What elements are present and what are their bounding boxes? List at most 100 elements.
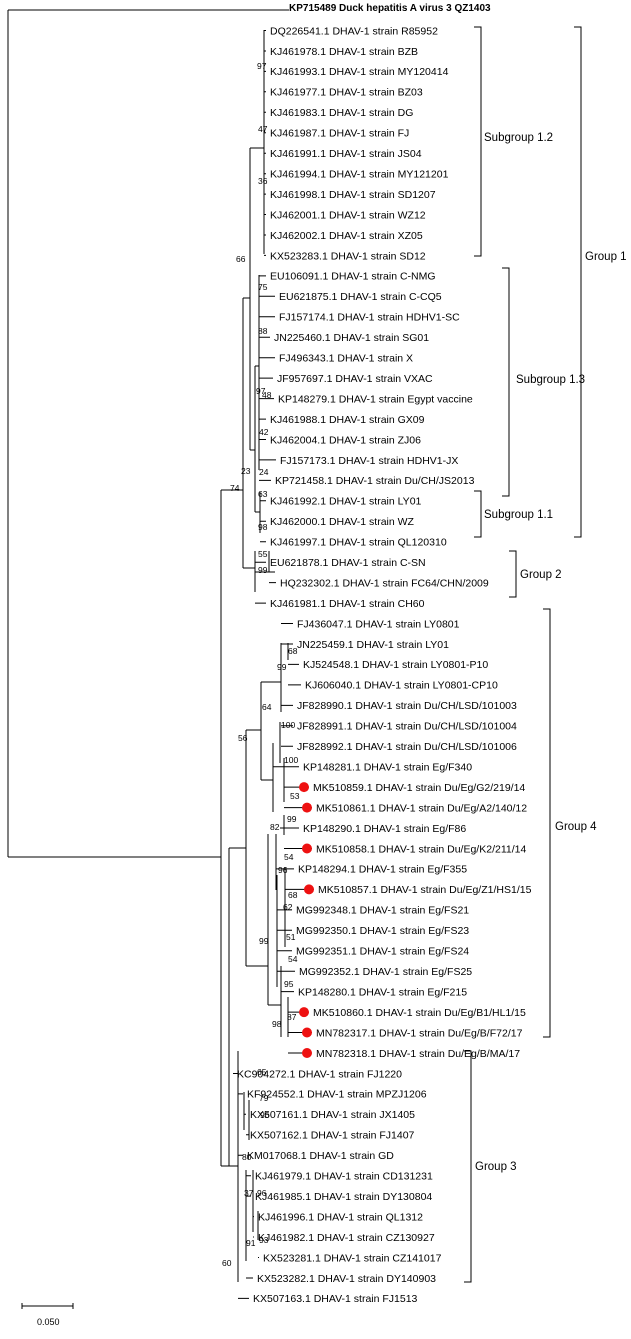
bootstrap-value: 42 bbox=[259, 427, 269, 437]
bootstrap-value: 54 bbox=[284, 852, 294, 862]
leaf-label: MK510857.1 DHAV-1 strain Du/Eg/Z1/HS1/15 bbox=[318, 884, 532, 896]
leaf-label: KJ461978.1 DHAV-1 strain BZB bbox=[270, 46, 418, 58]
leaf-label: KC904272.1 DHAV-1 strain FJ1220 bbox=[237, 1068, 402, 1080]
bootstrap-value: 24 bbox=[259, 467, 269, 477]
group-label-group-4: Group 4 bbox=[555, 821, 597, 833]
bootstrap-value: 93 bbox=[259, 1235, 269, 1245]
bootstrap-value: 96 bbox=[260, 1110, 270, 1120]
bootstrap-value: 66 bbox=[236, 254, 246, 264]
leaf-label: KJ461993.1 DHAV-1 strain MY120414 bbox=[270, 66, 449, 78]
bootstrap-value: 36 bbox=[258, 176, 268, 186]
bracket-subgroup-1-1 bbox=[474, 490, 482, 538]
bootstrap-value: 79 bbox=[259, 1093, 269, 1103]
leaf-label: FJ436047.1 DHAV-1 strain LY0801 bbox=[297, 618, 460, 630]
bootstrap-value: 62 bbox=[283, 902, 293, 912]
branch-lines bbox=[7, 9, 314, 1299]
bootstrap-value: 64 bbox=[262, 702, 272, 712]
leaf-label: KJ462001.1 DHAV-1 strain WZ12 bbox=[270, 209, 426, 221]
leaf-label: DQ226541.1 DHAV-1 strain R85952 bbox=[270, 25, 438, 37]
bootstrap-value: 53 bbox=[290, 791, 300, 801]
leaf-label: JF828992.1 DHAV-1 strain Du/CH/LSD/10100… bbox=[297, 741, 517, 753]
leaf-label: KJ462002.1 DHAV-1 strain XZ05 bbox=[270, 230, 423, 242]
bootstrap-value: 100 bbox=[284, 755, 298, 765]
leaf-label: KX507163.1 DHAV-1 strain FJ1513 bbox=[253, 1293, 418, 1305]
leaf-label: KX523282.1 DHAV-1 strain DY140903 bbox=[257, 1273, 436, 1285]
red-dot-marker bbox=[302, 843, 312, 854]
bootstrap-value: 98 bbox=[272, 1019, 282, 1029]
leaf-label: MG992351.1 DHAV-1 strain Eg/FS24 bbox=[296, 946, 469, 958]
bootstrap-value: 96 bbox=[257, 1188, 267, 1198]
bracket-group-3 bbox=[464, 1050, 472, 1283]
bootstrap-value: 100 bbox=[281, 720, 295, 730]
bootstrap-value: 68 bbox=[288, 646, 298, 656]
bootstrap-value: 47 bbox=[258, 124, 268, 134]
bootstrap-value: 99 bbox=[259, 936, 269, 946]
bootstrap-value: 51 bbox=[286, 932, 296, 942]
leaf-label: KJ606040.1 DHAV-1 strain LY0801-CP10 bbox=[305, 680, 498, 692]
bootstrap-value: 82 bbox=[270, 822, 280, 832]
bootstrap-value: 88 bbox=[258, 326, 268, 336]
bootstrap-value: 99 bbox=[277, 662, 287, 672]
leaf-label: MN782317.1 DHAV-1 strain Du/Eg/B/F72/17 bbox=[316, 1027, 523, 1039]
leaf-label: MK510858.1 DHAV-1 strain Du/Eg/K2/211/14 bbox=[316, 843, 526, 855]
clade-brackets bbox=[464, 26, 582, 1283]
leaf-label: KJ461991.1 DHAV-1 strain JS04 bbox=[270, 148, 422, 160]
leaf-label: EU621878.1 DHAV-1 strain C-SN bbox=[270, 557, 426, 569]
leaf-label: KP721458.1 DHAV-1 strain Du/CH/JS2013 bbox=[275, 475, 475, 487]
leaf-label: KP148290.1 DHAV-1 strain Eg/F86 bbox=[303, 823, 466, 835]
leaf-label: MG992352.1 DHAV-1 strain Eg/FS25 bbox=[299, 966, 472, 978]
leaf-label: KM017068.1 DHAV-1 strain GD bbox=[247, 1150, 394, 1162]
group-label-group-1: Group 1 bbox=[585, 251, 627, 263]
leaf-labels: DQ226541.1 DHAV-1 strain R85952KJ461978.… bbox=[237, 25, 532, 1305]
red-dot-marker bbox=[304, 884, 314, 895]
bootstrap-value: 56 bbox=[238, 733, 248, 743]
bootstrap-values: 97 47 36 66 75 88 97 48 42 24 23 63 98 7… bbox=[222, 61, 300, 1268]
bootstrap-value: 87 bbox=[287, 1012, 297, 1022]
leaf-label: KJ461997.1 DHAV-1 strain QL120310 bbox=[270, 537, 447, 549]
bracket-group-4 bbox=[543, 608, 551, 1038]
leaf-label: KJ461985.1 DHAV-1 strain DY130804 bbox=[255, 1191, 432, 1203]
leaf-label: KJ461994.1 DHAV-1 strain MY121201 bbox=[270, 169, 449, 181]
red-dot-marker bbox=[299, 1007, 309, 1018]
leaf-label: KF924552.1 DHAV-1 strain MPZJ1206 bbox=[247, 1089, 427, 1101]
group-label-group-3: Group 3 bbox=[475, 1161, 517, 1173]
leaf-label: MG992350.1 DHAV-1 strain Eg/FS23 bbox=[296, 925, 469, 937]
leaf-label: JF957697.1 DHAV-1 strain VXAC bbox=[277, 373, 433, 385]
tree-branches bbox=[7, 9, 314, 1299]
bootstrap-value: 48 bbox=[262, 390, 272, 400]
bootstrap-value: 74 bbox=[230, 483, 240, 493]
red-dot-marker bbox=[302, 1027, 312, 1038]
bootstrap-value: 96 bbox=[278, 865, 288, 875]
bootstrap-value: 91 bbox=[246, 1238, 256, 1248]
bootstrap-value: 75 bbox=[258, 282, 268, 292]
bootstrap-value: 99 bbox=[258, 565, 268, 575]
red-dot-marker bbox=[299, 782, 309, 793]
bootstrap-value: 97 bbox=[256, 386, 266, 396]
leaf-label: FJ496343.1 DHAV-1 strain X bbox=[279, 353, 413, 365]
bootstrap-value: 68 bbox=[288, 890, 298, 900]
leaf-label: KX507161.1 DHAV-1 strain JX1405 bbox=[250, 1109, 415, 1121]
leaf-label: KJ461987.1 DHAV-1 strain FJ bbox=[270, 128, 409, 140]
leaf-label: MN782318.1 DHAV-1 strain Du/Eg/B/MA/17 bbox=[316, 1048, 520, 1060]
leaf-label: KJ461977.1 DHAV-1 strain BZ03 bbox=[270, 87, 423, 99]
scale-bar-label: 0.050 bbox=[37, 1317, 60, 1327]
leaf-label: EU106091.1 DHAV-1 strain C-NMG bbox=[270, 271, 436, 283]
leaf-label: KJ461992.1 DHAV-1 strain LY01 bbox=[270, 496, 422, 508]
leaf-label: JN225459.1 DHAV-1 strain LY01 bbox=[297, 639, 449, 651]
leaf-label: KJ524548.1 DHAV-1 strain LY0801-P10 bbox=[303, 659, 488, 671]
leaf-label: KJ461996.1 DHAV-1 strain QL1312 bbox=[258, 1211, 423, 1223]
leaf-label: MG992348.1 DHAV-1 strain Eg/FS21 bbox=[296, 905, 469, 917]
leaf-label: MK510860.1 DHAV-1 strain Du/Eg/B1/HL1/15 bbox=[313, 1007, 526, 1019]
root-taxon-label: KP715489 Duck hepatitis A virus 3 QZ1403 bbox=[289, 3, 491, 14]
leaf-label: KP148280.1 DHAV-1 strain Eg/F215 bbox=[298, 986, 467, 998]
bootstrap-value: 97 bbox=[257, 61, 267, 71]
bracket-subgroup-1-2 bbox=[474, 26, 482, 257]
red-dot-marker bbox=[302, 1048, 312, 1058]
leaf-label: KX523281.1 DHAV-1 strain CZ141017 bbox=[263, 1252, 442, 1264]
leaf-label: KJ462000.1 DHAV-1 strain WZ bbox=[270, 516, 415, 528]
bracket-group-1 bbox=[574, 26, 582, 538]
leaf-label: KX507162.1 DHAV-1 strain FJ1407 bbox=[250, 1130, 415, 1142]
leaf-label: KJ461982.1 DHAV-1 strain CZ130927 bbox=[258, 1232, 435, 1244]
bracket-group-2 bbox=[509, 550, 517, 598]
